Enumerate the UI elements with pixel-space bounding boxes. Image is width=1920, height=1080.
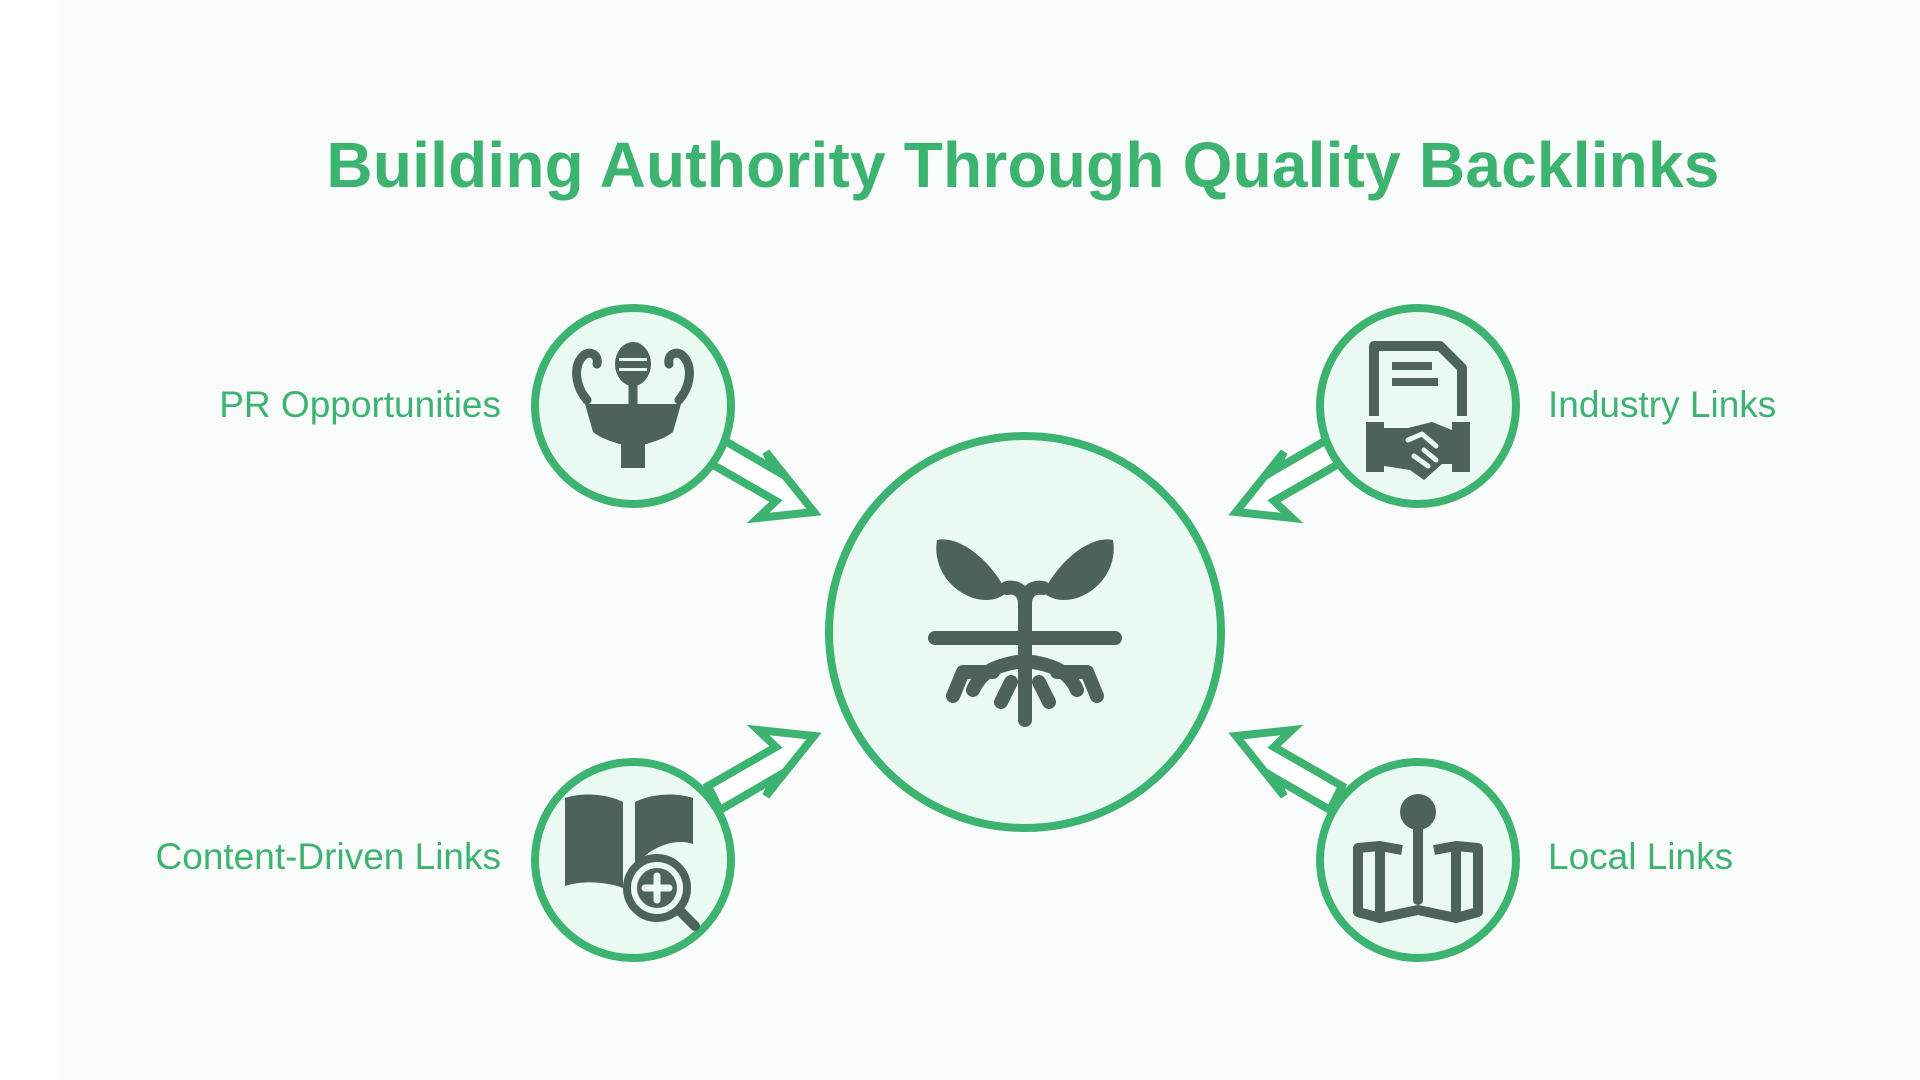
map-location-pin-icon [1353, 794, 1483, 923]
press-conference-microphone-icon [572, 342, 694, 468]
label-content-driven-links: Content-Driven Links [155, 836, 501, 877]
sprouting-plant-roots-icon [928, 539, 1122, 727]
arrow-industry-to-center [1228, 432, 1348, 524]
arrow-content-to-center [702, 724, 822, 816]
contract-handshake-icon [1366, 341, 1470, 480]
label-industry-links: Industry Links [1548, 384, 1777, 425]
diagram-title: Building Authority Through Quality Backl… [326, 129, 1720, 201]
content-circle [531, 758, 735, 962]
book-magnifier-plus-icon [565, 794, 700, 931]
arrow-pr-to-center [702, 432, 822, 524]
arrow-local-to-center [1228, 724, 1348, 816]
label-local-links: Local Links [1548, 836, 1734, 877]
label-pr-opportunities: PR Opportunities [219, 384, 501, 425]
